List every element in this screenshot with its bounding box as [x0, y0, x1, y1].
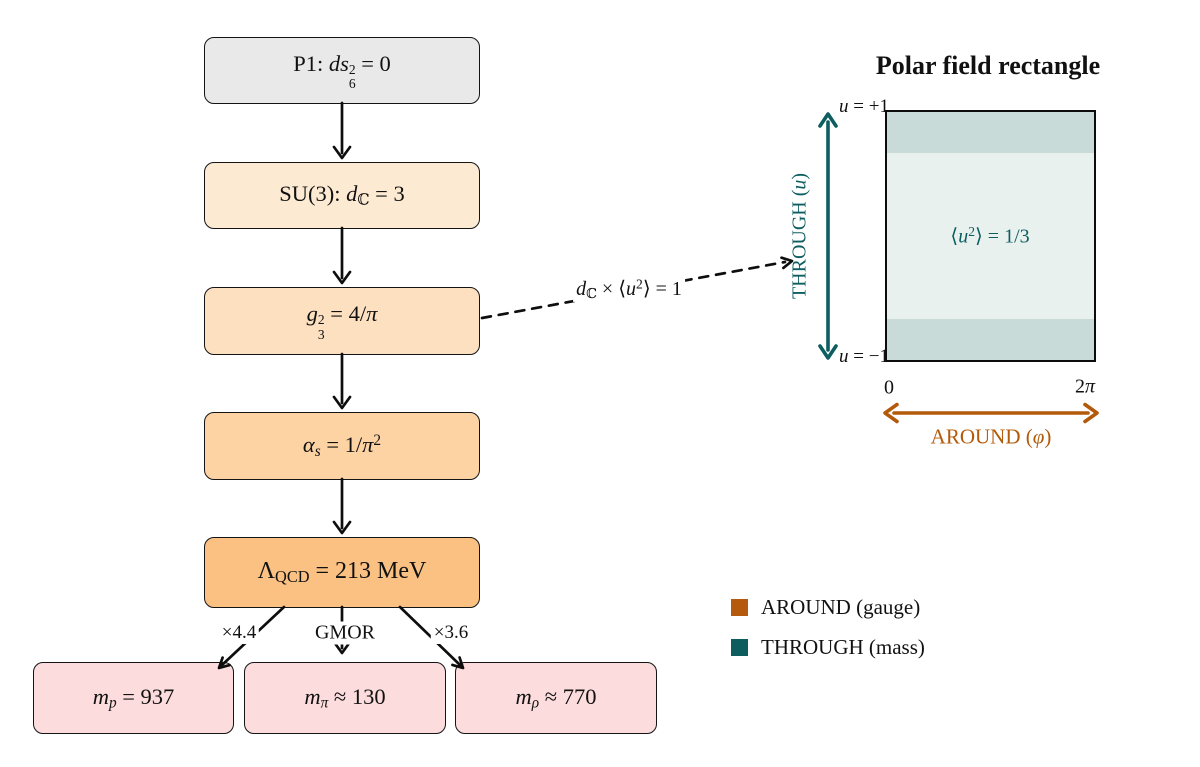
flow-box-su3-label: SU(3): dℂ = 3 — [279, 181, 405, 209]
legend-row-around: AROUND (gauge) — [731, 595, 920, 620]
polar-rectangle — [885, 110, 1096, 362]
output-box-mrho-label: mρ ≈ 770 — [515, 683, 597, 712]
through-axis-arrowhead-bottom — [818, 344, 838, 360]
output-box-mpi: mπ ≈ 130 — [244, 662, 446, 734]
arrowhead-alphas-to-lambdaqcd — [332, 520, 352, 535]
u-bottom-tick-label: u = −1 — [839, 346, 889, 367]
legend-label-through: THROUGH (mass) — [761, 635, 925, 659]
phi-max-tick-label: 2π — [1074, 375, 1096, 398]
output-box-mpi-label: mπ ≈ 130 — [304, 683, 386, 712]
u-squared-average-label: ⟨u2⟩ = 1/3 — [950, 224, 1030, 248]
flow-box-lambdaqcd: ΛQCD = 213 MeV — [204, 537, 480, 608]
phi-min-tick-label: 0 — [884, 376, 894, 399]
polar-rectangle-bottom-band — [887, 319, 1094, 360]
legend-label-around: AROUND (gauge) — [761, 595, 921, 619]
around-axis-label: AROUND (φ) — [930, 424, 1052, 449]
output-box-mp: mp = 937 — [33, 662, 234, 734]
flow-box-alphas-label: αs = 1/π2 — [302, 431, 382, 460]
output-box-mrho: mρ ≈ 770 — [455, 662, 657, 734]
legend-swatch-through — [731, 639, 748, 656]
arrowhead-su3-to-g3 — [332, 270, 352, 285]
around-axis-arrowhead-right — [1083, 402, 1099, 424]
through-axis-label: THROUGH (u) — [788, 172, 811, 300]
legend-swatch-around — [731, 599, 748, 616]
edge-label-x44: ×4.4 — [218, 622, 260, 644]
polar-rectangle-top-band — [887, 112, 1094, 153]
around-axis-arrowhead-left — [883, 402, 899, 424]
flow-box-su3: SU(3): dℂ = 3 — [204, 162, 480, 229]
flow-box-lambdaqcd-label: ΛQCD = 213 MeV — [257, 558, 427, 586]
legend-row-through: THROUGH (mass) — [731, 635, 925, 660]
edge-label-gmor: GMOR — [311, 621, 379, 645]
arrowhead-g3-to-alphas — [332, 395, 352, 410]
flow-box-alphas: αs = 1/π2 — [204, 412, 480, 480]
output-box-mp-label: mp = 937 — [92, 683, 175, 712]
dashed-edge-label: dℂ × ⟨u2⟩ = 1 — [573, 275, 685, 303]
u-top-tick-label: u = +1 — [839, 96, 889, 117]
panel-title: Polar field rectangle — [875, 51, 1101, 80]
edge-label-x36: ×3.6 — [430, 622, 472, 644]
through-axis-arrowhead-top — [818, 112, 838, 128]
arrowhead-p1-to-su3 — [332, 145, 352, 160]
